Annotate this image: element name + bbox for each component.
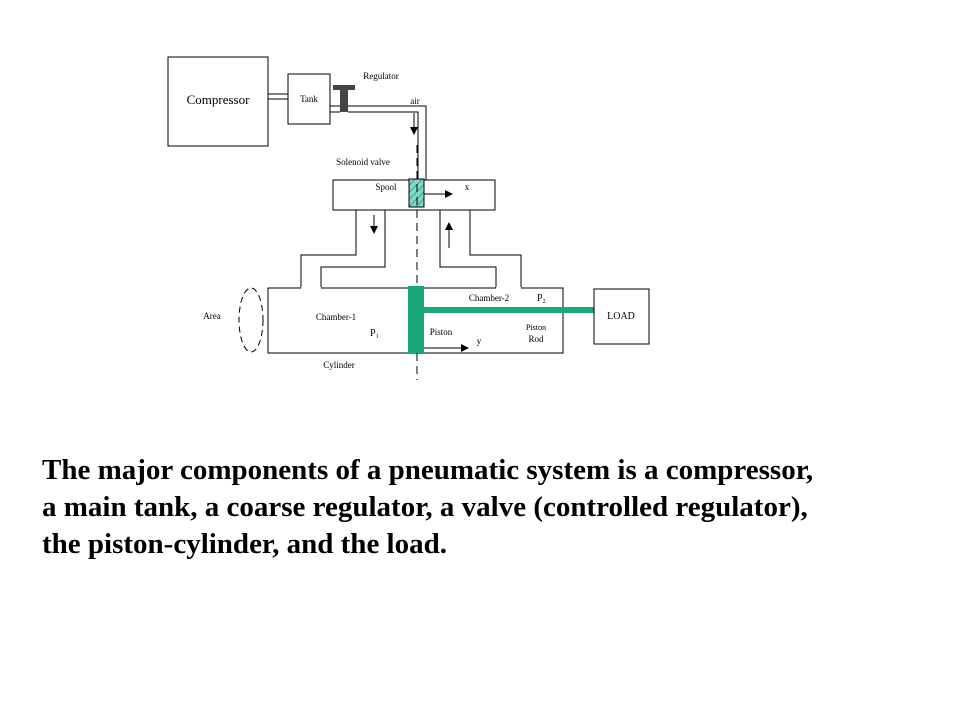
chamber2-label: Chamber-2 <box>469 293 509 303</box>
regulator-stem <box>340 90 348 112</box>
tank-label: Tank <box>300 94 318 104</box>
air-label: air <box>410 96 420 106</box>
solenoid-valve-label: Solenoid valve <box>336 157 390 167</box>
caption-line-1: The major components of a pneumatic syst… <box>42 454 814 486</box>
caption-line-2: a main tank, a coarse regulator, a valve… <box>42 491 808 523</box>
regulator-handle <box>333 85 355 90</box>
regulator-label: Regulator <box>363 71 399 81</box>
pneumatic-system-diagram: Compressor Tank Regulator air Solenoid v… <box>167 56 650 380</box>
left-port-pipe <box>300 210 357 288</box>
regulator-valve-pipe <box>348 105 427 180</box>
tank-box <box>287 73 331 125</box>
area-ellipse <box>238 287 264 353</box>
spool-label: Spool <box>375 182 397 192</box>
caption-text: The major components of a pneumatic syst… <box>42 452 922 563</box>
piston-rod-label-line1: Piston <box>526 323 546 332</box>
x-label: x <box>465 182 470 192</box>
cylinder-label: Cylinder <box>323 360 355 370</box>
load-label: LOAD <box>607 311 635 322</box>
p2-label: P2 <box>537 293 546 305</box>
compressor-box <box>167 56 269 147</box>
load-box <box>593 288 650 345</box>
chamber1-label: Chamber-1 <box>316 312 356 322</box>
right-port-pipe <box>469 210 522 288</box>
piston <box>408 286 424 353</box>
p1-label: P1 <box>370 328 379 340</box>
piston-label: Piston <box>430 327 453 337</box>
caption-line-3: the piston-cylinder, and the load. <box>42 528 447 560</box>
compressor-label: Compressor <box>187 92 251 107</box>
y-label: y <box>477 336 482 346</box>
piston-rod <box>424 307 594 313</box>
area-label: Area <box>203 311 221 321</box>
piston-rod-label-line2: Rod <box>528 334 544 344</box>
